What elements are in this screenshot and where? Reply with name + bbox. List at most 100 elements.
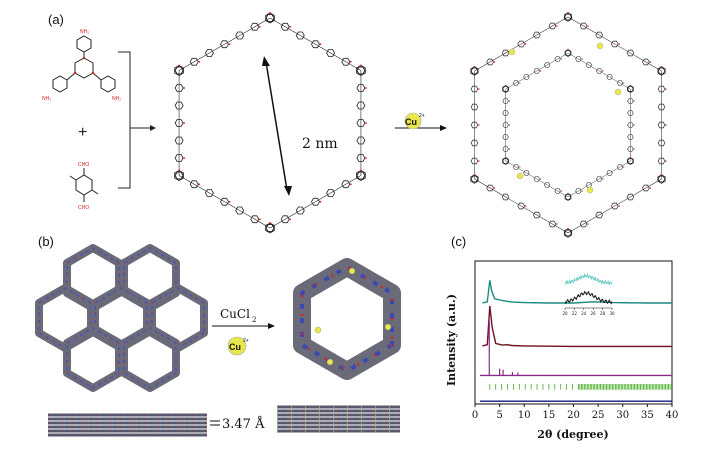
cof-inner-triazine [626, 157, 634, 165]
stacking-bracket [210, 420, 220, 426]
cof-hexagon-framework [174, 12, 367, 234]
pore-size-label: 2 nm [302, 136, 338, 152]
cof-a-imine-n [289, 218, 292, 221]
cof-outer-triazine-n [473, 173, 476, 176]
cof-inner-ring [627, 146, 634, 152]
cof-outer-ring [579, 22, 588, 30]
cof-a-imine-n [365, 157, 367, 159]
cof-inner-edge [505, 52, 569, 90]
cof-outer-ring [470, 121, 479, 129]
cof-a-ring [356, 154, 366, 162]
cof-a-edge [269, 17, 362, 71]
cof-inner-ring [502, 122, 509, 128]
ring-cu-site [326, 358, 334, 366]
cof-outer-imine-n [587, 223, 589, 225]
cu-ion-charge-a: 2+ [419, 113, 425, 119]
cu-site [508, 48, 516, 56]
inset-tick-label: 26 [591, 311, 597, 316]
cof-inner-imine-n [539, 178, 542, 180]
cof-outer-ring [657, 157, 666, 165]
cof-inner-ring [585, 62, 592, 68]
aldehyde-label-bottom: CHO [78, 205, 89, 211]
x-tick-label: 5 [496, 410, 502, 421]
cof-inner-ring [575, 56, 582, 62]
cof-outer-imine-n [665, 124, 667, 126]
cof-outer-imine-n [618, 43, 620, 45]
cof-a-ring [174, 154, 184, 162]
cof-inner-ring [544, 182, 551, 188]
ring-n-atoms [300, 264, 394, 374]
cof-outer-triazine [657, 66, 666, 76]
cof-outer-ring [657, 103, 666, 111]
cof-a-ring [311, 197, 320, 206]
cof-a-triazine-n [269, 222, 271, 224]
cof-inner-triazine [564, 193, 572, 201]
cof-outer-imine-n [524, 205, 527, 207]
cof-a-ring [280, 215, 290, 224]
cof-a-ring [174, 84, 184, 92]
cof-a-imine-n [183, 157, 185, 159]
cof-inner-ring [616, 80, 624, 86]
cof-a-ring [250, 22, 260, 31]
cof-inner-ring [502, 146, 509, 152]
pore-size-arrow [265, 61, 288, 191]
cof-cu-double-hexagon [470, 11, 667, 238]
cof-inner-imine-n [633, 148, 635, 150]
cof-a-triazine [356, 64, 366, 77]
cof-outer-imine-n [524, 43, 527, 45]
cof-inner-triazine [502, 157, 510, 165]
cof-a-ring [189, 57, 199, 66]
cof-inner-triazine-n [629, 156, 632, 159]
cof-outer-ring [548, 22, 557, 30]
reagent-label: CuCl [220, 307, 250, 321]
ring-cu-site [384, 323, 392, 331]
cof-inner-imine-n [633, 124, 635, 126]
cof-inner-triazine-n [567, 48, 569, 51]
cof-inner-imine-n [602, 70, 604, 72]
stacking-layers-left [48, 413, 207, 437]
cu-ion-sphere-b [227, 336, 247, 356]
cof-a-imine-n [183, 87, 185, 89]
x-tick-label: 30 [616, 410, 629, 421]
cof-inner-ring [502, 134, 509, 140]
cof-outer-triazine-n [473, 65, 476, 68]
triamine-monomer [52, 35, 116, 93]
cof-outer-ring [470, 85, 479, 93]
cof-outer-ring [626, 193, 635, 201]
honeycomb-cell-n [66, 327, 120, 389]
cof-inner-triazine-n [504, 84, 507, 87]
cof-a-ring [235, 31, 245, 40]
cof-inner-imine-n [623, 82, 625, 84]
cof-a-triazine [174, 169, 184, 182]
cof-a-imine-n [198, 60, 201, 63]
cof-inner-ring [606, 74, 613, 80]
cof-inner-ring [627, 110, 634, 116]
cof-outer-triazine [470, 174, 479, 184]
cof-a-ring [326, 189, 336, 197]
reaction-arrow-head [150, 125, 156, 131]
cof-a-ring [204, 189, 214, 197]
cof-inner-imine-n [508, 148, 511, 150]
cof-outer-edge [474, 178, 569, 234]
cof-outer-imine-n [649, 61, 652, 63]
cof-outer-imine-n [556, 223, 558, 225]
cof-outer-ring [595, 31, 603, 39]
cof-outer-triazine [470, 66, 479, 76]
cof-inner-ring [502, 98, 509, 104]
cof-inner-imine-n [560, 190, 563, 192]
cof-outer-imine-n [587, 25, 589, 27]
cof-inner-ring [523, 170, 530, 176]
cof-a-imine-n [289, 25, 292, 28]
x-tick-label: 40 [666, 410, 679, 421]
cof-outer-triazine [563, 12, 573, 22]
cof-a-triazine-n [269, 12, 271, 14]
cof-a-ring [174, 136, 184, 145]
cof-a-edge [178, 17, 271, 71]
cu-site [586, 186, 594, 194]
cof-inner-ring [606, 170, 613, 176]
cof-a-ring [326, 49, 336, 57]
cof-a-imine-n [319, 43, 322, 46]
